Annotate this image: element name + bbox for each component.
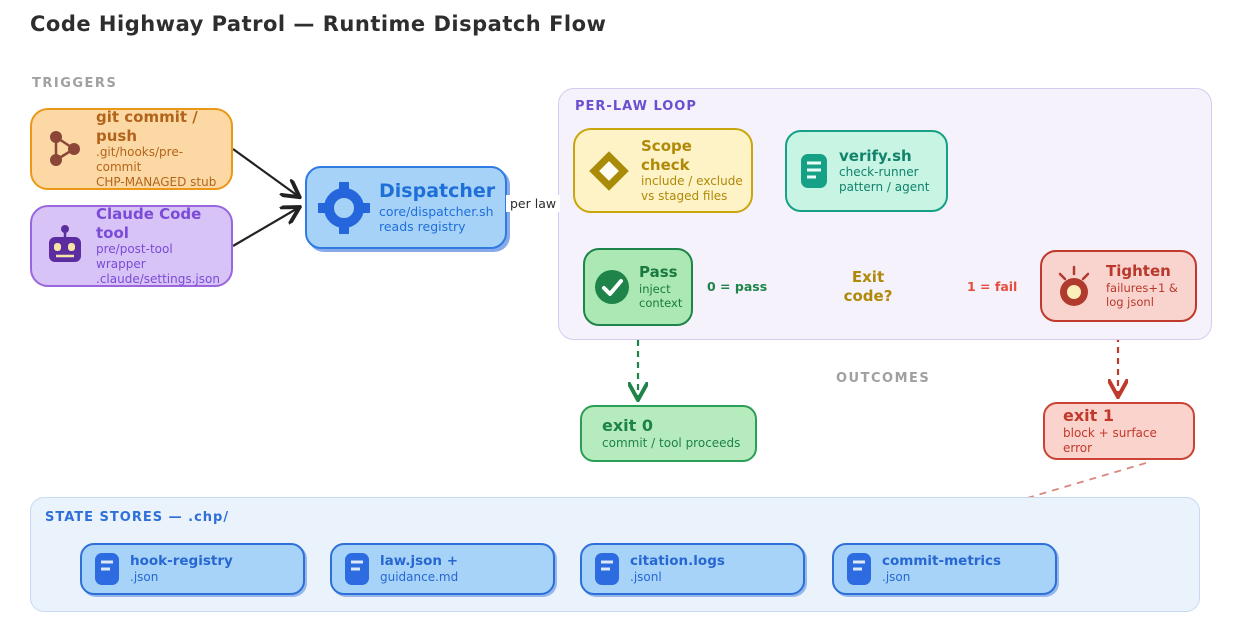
node-tighten[interactable]: Tighten failures+1 & log jsonl — [1040, 250, 1197, 322]
store-title: commit-metrics — [882, 553, 1002, 570]
file-store-icon — [94, 552, 120, 586]
page-title: Code Highway Patrol — Runtime Dispatch F… — [30, 12, 607, 36]
node-store-law-guidance[interactable]: law.json + guidance.md — [330, 543, 555, 595]
triggers-section-label: TRIGGERS — [32, 76, 118, 91]
exit1-line1: block + surface error — [1063, 426, 1157, 455]
exit-code-line1: Exit — [851, 267, 885, 286]
claude-trigger-line2: .claude/settings.json — [96, 272, 220, 287]
store-subtitle: .json — [130, 569, 159, 584]
file-store-icon — [594, 552, 620, 586]
check-circle-icon — [593, 268, 631, 306]
diamond-target-icon — [587, 149, 631, 193]
node-exit-code-decision[interactable]: Exit code? — [785, 243, 951, 331]
store-subtitle: guidance.md — [380, 569, 459, 584]
node-store-citation-logs[interactable]: citation.logs .jsonl — [580, 543, 805, 595]
verify-title: verify.sh — [839, 146, 912, 165]
git-graph-icon — [44, 127, 86, 171]
tighten-line2: log jsonl — [1106, 295, 1154, 310]
git-trigger-line1: .git/hooks/pre-commit — [96, 145, 184, 175]
robot-icon — [44, 223, 86, 269]
git-trigger-line2: CHP-MANAGED stub — [96, 175, 217, 190]
store-subtitle: .jsonl — [630, 569, 662, 584]
node-verify[interactable]: verify.sh check-runner pattern / agent — [785, 130, 948, 212]
tighten-line1: failures+1 & — [1106, 281, 1178, 295]
tighten-title: Tighten — [1106, 262, 1171, 281]
exit0-title: exit 0 — [602, 416, 654, 435]
store-title: hook-registry — [130, 553, 233, 570]
node-claude-trigger[interactable]: Claude Code tool pre/post-tool wrapper .… — [30, 205, 233, 287]
dispatcher-line2: reads registry — [379, 219, 466, 235]
node-exit1[interactable]: exit 1 block + surface error — [1043, 402, 1195, 460]
edge-claude-to-dispatcher — [232, 208, 298, 247]
node-pass[interactable]: Pass inject context — [583, 248, 693, 326]
edge-label-per-law: per law — [506, 195, 561, 212]
scope-check-line1: include / exclude — [641, 174, 743, 189]
edge-git-to-dispatcher — [232, 148, 298, 196]
pass-title: Pass — [639, 263, 678, 282]
exit-code-line2: code? — [843, 287, 893, 305]
dispatcher-line1: core/dispatcher.sh — [379, 203, 494, 219]
dispatcher-title: Dispatcher — [379, 180, 496, 202]
siren-icon — [1050, 260, 1098, 312]
verify-line2: pattern / agent — [839, 180, 930, 195]
node-store-hook-registry[interactable]: hook-registry .json — [80, 543, 305, 595]
file-store-icon — [344, 552, 370, 586]
store-subtitle: .json — [882, 569, 911, 584]
store-title: citation.logs — [630, 553, 725, 570]
store-title: law.json + — [380, 553, 459, 570]
document-checklist-icon — [799, 152, 829, 190]
node-dispatcher[interactable]: Dispatcher core/dispatcher.sh reads regi… — [305, 166, 507, 249]
edge-label-one-fail: 1 = fail — [963, 278, 1022, 295]
verify-line1: check-runner — [839, 165, 919, 180]
node-exit0[interactable]: exit 0 commit / tool proceeds — [580, 405, 757, 462]
state-stores-label: STATE STORES — .chp/ — [45, 510, 230, 525]
node-scope-check[interactable]: Scope check include / exclude vs staged … — [573, 128, 753, 213]
claude-trigger-line1: pre/post-tool wrapper — [96, 242, 173, 272]
file-store-icon — [846, 552, 872, 586]
claude-trigger-title: Claude Code tool — [96, 204, 202, 242]
outcomes-section-label: OUTCOMES — [836, 371, 931, 386]
git-trigger-title: git commit / push — [96, 107, 198, 145]
per-law-loop-label: PER-LAW LOOP — [575, 99, 697, 114]
edge-label-zero-pass: 0 = pass — [703, 278, 772, 295]
scope-check-line2: vs staged files — [641, 189, 728, 204]
scope-check-title: Scope check — [641, 136, 692, 174]
node-git-trigger[interactable]: git commit / push .git/hooks/pre-commit … — [30, 108, 233, 190]
dispatcher-wheel-icon — [317, 180, 371, 236]
exit1-title: exit 1 — [1063, 406, 1115, 425]
node-store-commit-metrics[interactable]: commit-metrics .json — [832, 543, 1057, 595]
pass-line2: context — [639, 296, 683, 311]
exit0-line1: commit / tool proceeds — [602, 436, 741, 450]
pass-line1: inject — [639, 282, 671, 296]
